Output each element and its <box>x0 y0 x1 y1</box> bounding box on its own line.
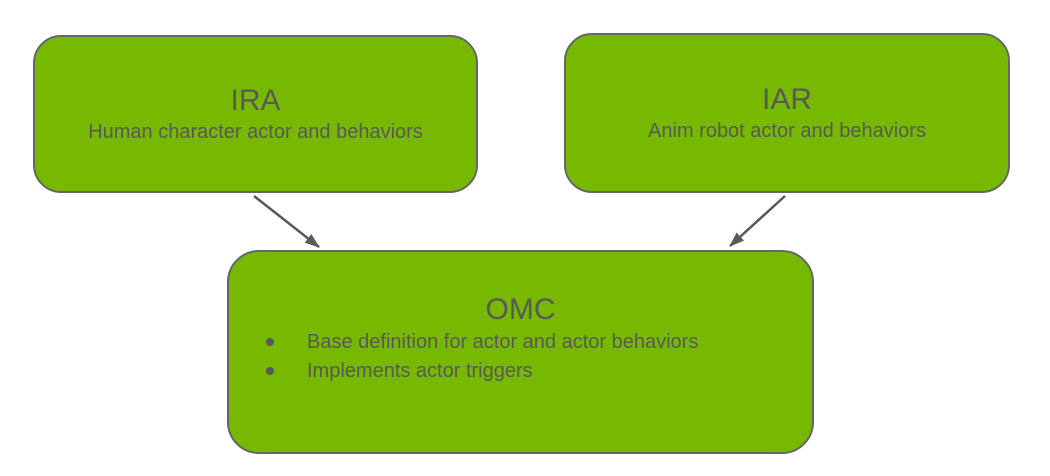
arrow-ira-to-omc <box>253 195 320 248</box>
node-ira: IRA Human character actor and behaviors <box>33 35 478 193</box>
node-omc-bullet-list: Base definition for actor and actor beha… <box>266 328 812 386</box>
node-ira-title: IRA <box>230 83 281 117</box>
list-item: Base definition for actor and actor beha… <box>266 328 812 357</box>
bullet-dot-icon <box>266 338 274 346</box>
arrow-iar-to-omc <box>729 195 786 247</box>
list-item: Implements actor triggers <box>266 357 812 386</box>
bullet-dot-icon <box>266 367 274 375</box>
bullet-text: Implements actor triggers <box>307 360 533 382</box>
node-omc-title: OMC <box>485 293 556 326</box>
node-iar-subtitle: Anim robot actor and behaviors <box>648 119 926 142</box>
node-omc: OMC Base definition for actor and actor … <box>227 250 814 454</box>
node-ira-subtitle: Human character actor and behaviors <box>88 120 423 143</box>
node-iar: IAR Anim robot actor and behaviors <box>564 33 1010 193</box>
node-iar-title: IAR <box>761 82 812 116</box>
bullet-text: Base definition for actor and actor beha… <box>307 331 699 353</box>
